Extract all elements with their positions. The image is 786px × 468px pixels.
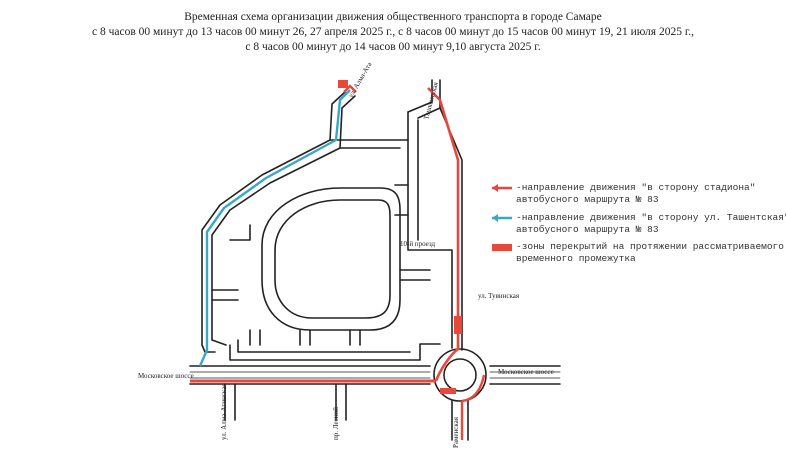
stadium-outer — [261, 187, 401, 331]
road-alma-atinskaya — [224, 383, 236, 421]
closure-zone-east — [454, 316, 462, 334]
roundabout-outer — [433, 348, 487, 402]
road-network — [189, 79, 561, 441]
roundabout-inner — [443, 358, 477, 392]
title-line-3: с 8 часов 00 минут до 14 часов 00 минут … — [245, 41, 541, 53]
road-block-7 — [394, 184, 409, 216]
legend-arrowhead-blue — [492, 214, 498, 222]
road-south-ramenskaya — [451, 399, 469, 441]
road-west-inner — [211, 95, 356, 346]
title-line-2: с 8 часов 00 минут до 13 часов 00 минут … — [92, 26, 694, 38]
label-tashkentskaya-top: Ташкентская — [422, 80, 440, 120]
road-block-4 — [299, 329, 311, 346]
road-block-5 — [349, 329, 361, 346]
road-block-1 — [229, 224, 251, 241]
label-tuvinskaya: ул. Тувинская — [478, 292, 520, 300]
legend-item-blue-direction: -направление движения "в сторону ул. Таш… — [516, 212, 786, 235]
route-blue-tashkentskaya — [198, 89, 351, 367]
legend-item-red-direction: -направление движения "в сторону стадион… — [516, 182, 756, 205]
road-block-3 — [249, 329, 261, 346]
road-south-inner — [229, 343, 441, 361]
page-title: Временная схема организации движения общ… — [0, 10, 786, 55]
closure-zone-top — [338, 80, 348, 88]
road-top-right-left — [407, 79, 433, 113]
road-block-2 — [211, 289, 239, 301]
road-lesnoy — [335, 383, 347, 421]
stadium-inner — [274, 199, 391, 319]
road-block-6 — [399, 269, 431, 281]
label-alma-atinskaya: ул. Алма-Атинская — [220, 383, 228, 440]
road-east-outer — [407, 111, 453, 349]
label-10-proezd: 10-й проезд — [400, 240, 435, 248]
label-top-street: ул. Алма-Ата — [347, 60, 374, 99]
road-south-inner-2 — [237, 339, 411, 353]
label-ravenskaya: Раменская — [452, 416, 460, 448]
label-lesnoy: пр. Лесной — [332, 407, 340, 440]
highway-lane-lines — [189, 371, 561, 379]
route-red-roundabout-arc — [461, 374, 486, 403]
legend-arrowhead-red — [492, 184, 498, 192]
route-red-east — [427, 87, 460, 382]
legend-item-closure-zone: -зоны перекрытий на протяжении рассматри… — [516, 241, 784, 264]
label-moskovskoe-right: Московское шоссе — [498, 368, 554, 376]
legend-swatch-closure — [492, 244, 512, 251]
closure-zone-roundabout — [440, 388, 456, 394]
label-moskovskoe-left: Московское шоссе — [138, 372, 194, 380]
road-west-outer — [201, 91, 346, 353]
title-line-1: Временная схема организации движения общ… — [184, 11, 602, 23]
route-red-top — [343, 84, 357, 93]
